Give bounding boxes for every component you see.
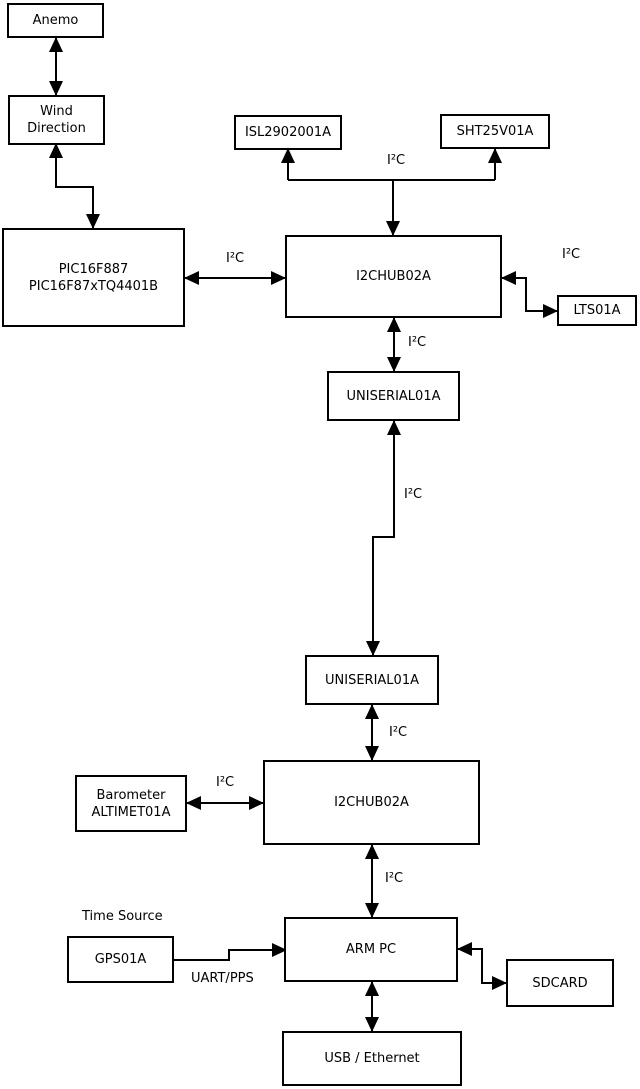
node-sht25v01a: SHT25V01A <box>440 114 550 149</box>
node-isl2902001a: ISL2902001A <box>234 115 342 150</box>
node-usb-ethernet-label: USB / Ethernet <box>324 1051 420 1066</box>
node-uniserial01a-top: UNISERIAL01A <box>327 371 460 421</box>
i2c-label-sensor-bus: I²C <box>387 153 406 168</box>
node-barometer-line2: ALTIMET01A <box>91 804 171 820</box>
node-sdcard-label: SDCARD <box>532 975 588 991</box>
node-gps01a: GPS01A <box>67 936 174 983</box>
node-pic16f887-line1: PIC16F887 <box>58 261 129 277</box>
i2c-label-hub1-lts: I²C <box>562 247 581 262</box>
node-uniserial01a-top-label: UNISERIAL01A <box>346 388 441 404</box>
node-sht25v01a-label: SHT25V01A <box>456 124 534 139</box>
node-i2chub02a-top-label: I2CHUB02A <box>356 269 431 284</box>
i2c-label-hub2-armpc: I²C <box>385 871 404 886</box>
node-arm-pc-label: ARM PC <box>345 942 397 957</box>
node-gps01a-label: GPS01A <box>94 952 147 967</box>
i2c-label-uniserial2-hub2: I²C <box>389 725 408 740</box>
node-pic16f887-line2: PIC16F87xTQ4401B <box>28 278 159 294</box>
node-sdcard: SDCARD <box>506 959 614 1007</box>
i2c-label-uniserial-link: I²C <box>404 487 423 502</box>
connector-uniserial1-uniserial2 <box>366 420 401 656</box>
node-barometer-altimet01a: Barometer ALTIMET01A <box>75 775 187 832</box>
connector-armpc-sdcard <box>457 942 507 990</box>
node-anemo-label: Anemo <box>32 13 79 28</box>
connector-wind-pic <box>49 143 100 229</box>
node-usb-ethernet: USB / Ethernet <box>282 1031 462 1086</box>
connector-gps-armpc <box>174 943 287 961</box>
node-i2chub02a-bottom-label: I2CHUB02A <box>334 795 409 810</box>
uart-pps-label: UART/PPS <box>191 971 254 986</box>
node-anemo: Anemo <box>7 3 104 38</box>
time-source-label: Time Source <box>82 909 163 924</box>
node-barometer-line1: Barometer <box>96 787 166 803</box>
connector-hub1-lts <box>501 271 558 318</box>
node-uniserial01a-bottom-label: UNISERIAL01A <box>325 672 419 688</box>
node-lts01a-label: LTS01A <box>573 303 621 318</box>
node-wind-direction-line2: Direction <box>27 121 86 136</box>
node-arm-pc: ARM PC <box>284 917 458 982</box>
node-uniserial01a-bottom: UNISERIAL01A <box>305 655 439 705</box>
node-i2chub02a-bottom: I2CHUB02A <box>263 760 480 845</box>
i2c-label-hub1-uniserial1: I²C <box>408 335 427 350</box>
node-wind-direction: Wind Direction <box>8 95 105 145</box>
i2c-label-pic-hub1: I²C <box>226 251 245 266</box>
node-lts01a: LTS01A <box>557 295 637 326</box>
node-wind-direction-line1: Wind <box>40 104 73 119</box>
node-pic16f887: PIC16F887 PIC16F87xTQ4401B <box>2 228 185 327</box>
node-isl2902001a-label: ISL2902001A <box>244 125 332 140</box>
i2c-label-barometer-hub2: I²C <box>216 775 235 790</box>
node-i2chub02a-top: I2CHUB02A <box>285 235 502 318</box>
